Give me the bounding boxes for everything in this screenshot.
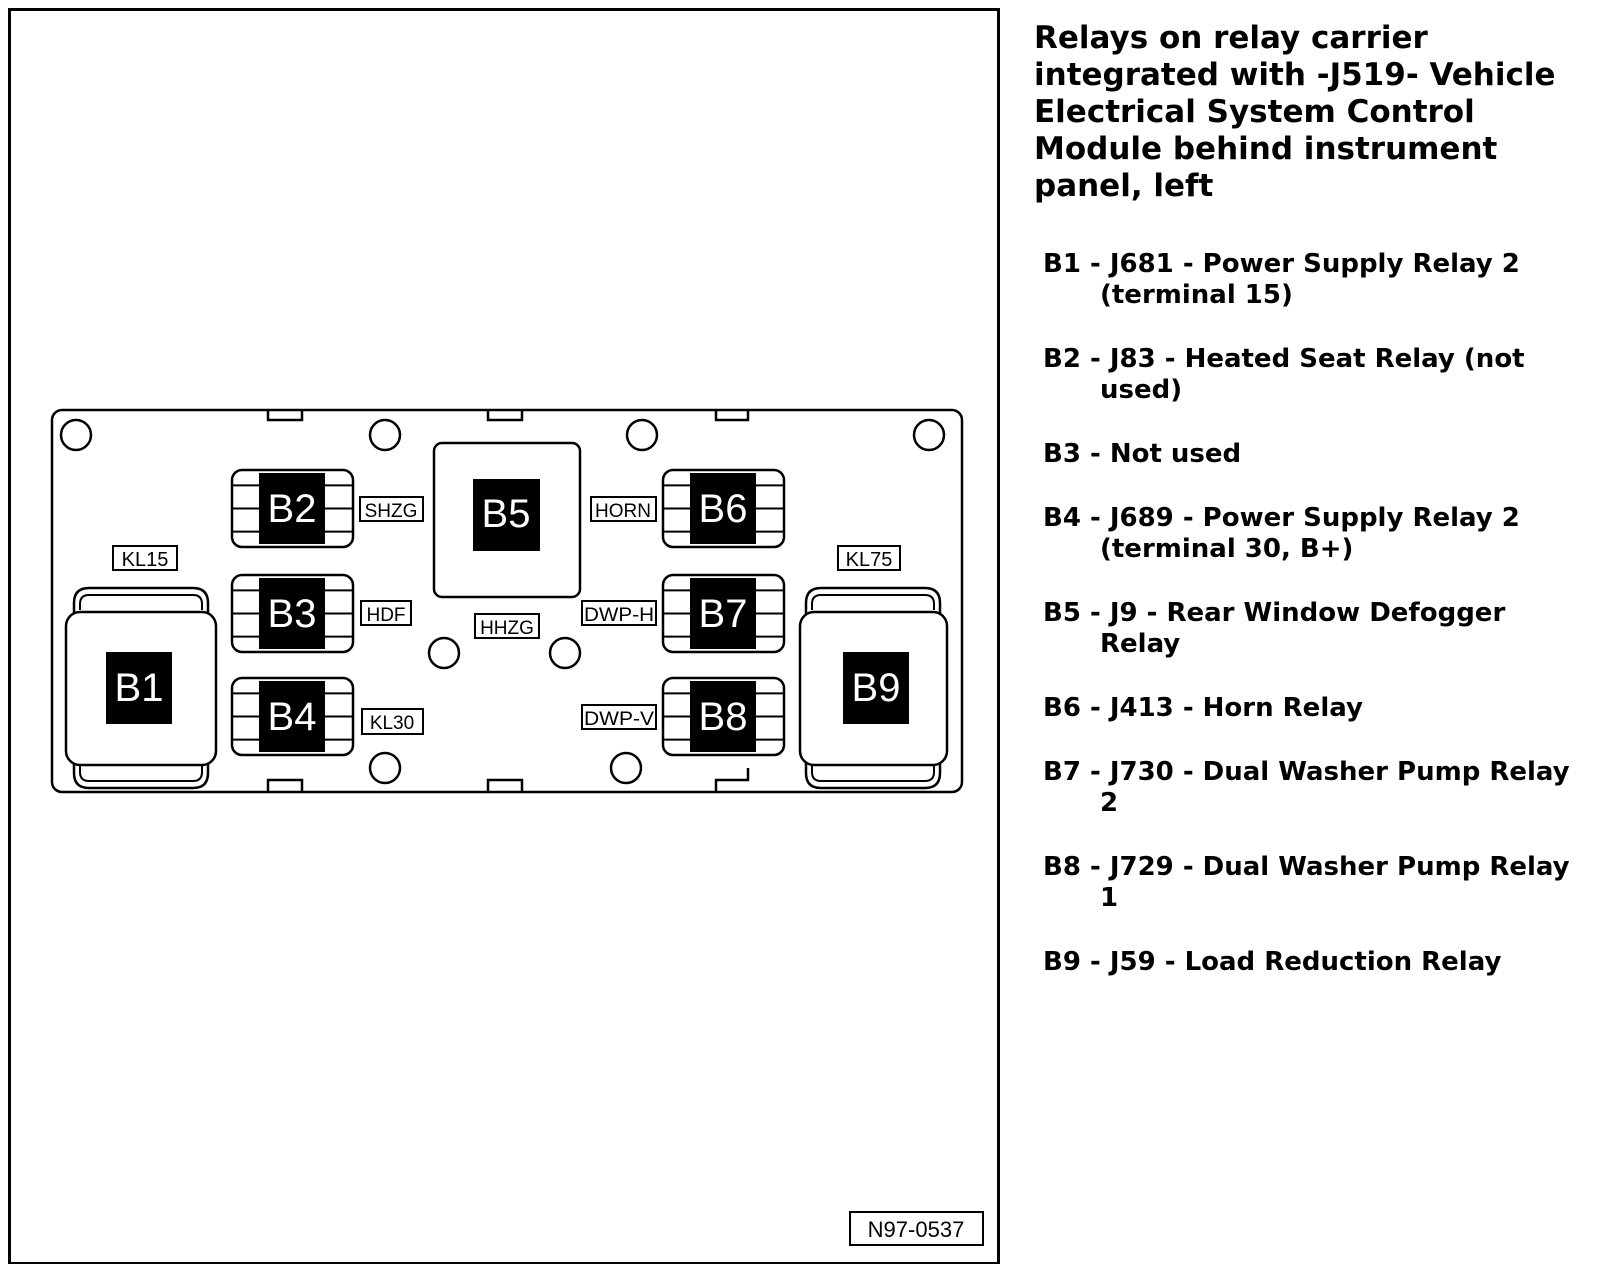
tag-dwp-h: DWP-H <box>581 600 657 626</box>
legend-text: - J689 - Power Supply Relay 2 (terminal … <box>1080 503 1520 564</box>
tag-shzg-text: SHZG <box>365 501 418 522</box>
legend-code: B7 <box>1043 757 1081 787</box>
legend-item-b4: B4 - J689 - Power Supply Relay 2 (termin… <box>1043 503 1594 565</box>
legend-item-b5: B5 - J9 - Rear Window Defogger Relay <box>1043 598 1594 660</box>
tag-dwp-v-text: DWP-V <box>584 709 654 730</box>
relay-b4: B4 <box>230 676 355 757</box>
page-title: Relays on relay carrier integrated with … <box>1034 20 1556 204</box>
tag-hhzg-text: HHZG <box>480 618 534 639</box>
legend-item-b2: B2 - J83 - Heated Seat Relay (not used) <box>1043 344 1594 406</box>
legend-code: B6 <box>1043 693 1081 723</box>
tag-kl15: KL15 <box>112 545 178 571</box>
legend-code: B5 <box>1043 598 1081 628</box>
relay-b9: B9 <box>798 586 949 790</box>
legend-item-b7: B7 - J730 - Dual Washer Pump Relay 2 <box>1043 757 1594 819</box>
relay-b5: B5 <box>432 441 582 599</box>
tag-hhzg: HHZG <box>474 613 540 639</box>
tag-kl15-text: KL15 <box>122 549 169 571</box>
relay-label-b1: B1 <box>115 666 164 710</box>
legend-text: - Not used <box>1080 439 1242 469</box>
legend-text: - J9 - Rear Window Defogger Relay <box>1080 598 1506 659</box>
tag-kl75: KL75 <box>837 545 901 571</box>
figure-id-text: N97-0537 <box>868 1217 965 1242</box>
legend-item-b9: B9 - J59 - Load Reduction Relay <box>1043 947 1594 978</box>
tag-horn-text: HORN <box>595 501 651 522</box>
tag-dwp-h-text: DWP-H <box>584 605 654 626</box>
relay-label-b8: B8 <box>699 695 748 739</box>
tag-kl30-text: KL30 <box>370 713 414 734</box>
relay-label-b7: B7 <box>699 592 748 636</box>
relay-b7: B7 <box>661 573 786 654</box>
relay-label-b2: B2 <box>268 487 317 531</box>
tag-hdf-text: HDF <box>366 605 405 626</box>
description-panel: Relays on relay carrier integrated with … <box>1034 20 1594 1011</box>
relay-b6: B6 <box>661 468 786 549</box>
relay-legend: B1 - J681 - Power Supply Relay 2 (termin… <box>1034 249 1594 978</box>
legend-text: - J730 - Dual Washer Pump Relay 2 <box>1080 757 1570 818</box>
relay-b1: B1 <box>64 586 218 790</box>
relay-b8: B8 <box>661 676 786 757</box>
relay-b2: B2 <box>230 468 355 549</box>
legend-code: B8 <box>1043 852 1081 882</box>
legend-text: - J83 - Heated Seat Relay (not used) <box>1080 344 1525 405</box>
relay-carrier <box>50 408 964 794</box>
figure-id: N97-0537 <box>849 1211 984 1246</box>
legend-text: - J729 - Dual Washer Pump Relay 1 <box>1080 852 1570 913</box>
relay-label-b9: B9 <box>852 666 901 710</box>
legend-code: B1 <box>1043 249 1081 279</box>
diagram-border <box>8 8 1000 1264</box>
legend-text: - J681 - Power Supply Relay 2 (terminal … <box>1080 249 1520 310</box>
tag-shzg: SHZG <box>359 496 424 522</box>
legend-code: B4 <box>1043 503 1081 533</box>
tag-dwp-v: DWP-V <box>581 704 657 730</box>
legend-code: B2 <box>1043 344 1081 374</box>
legend-item-b1: B1 - J681 - Power Supply Relay 2 (termin… <box>1043 249 1594 311</box>
legend-code: B3 <box>1043 439 1081 469</box>
tag-hdf: HDF <box>360 600 412 626</box>
tag-horn: HORN <box>590 496 657 522</box>
relay-label-b4: B4 <box>268 695 317 739</box>
relay-label-b6: B6 <box>699 487 748 531</box>
relay-label-b5: B5 <box>482 492 531 536</box>
relay-label-b3: B3 <box>268 592 317 636</box>
relay-b3: B3 <box>230 573 355 654</box>
tag-kl30: KL30 <box>361 708 424 735</box>
tag-kl75-text: KL75 <box>846 549 893 571</box>
legend-text: - J59 - Load Reduction Relay <box>1080 947 1502 977</box>
legend-item-b3: B3 - Not used <box>1043 439 1594 470</box>
legend-item-b8: B8 - J729 - Dual Washer Pump Relay 1 <box>1043 852 1594 914</box>
legend-item-b6: B6 - J413 - Horn Relay <box>1043 693 1594 724</box>
legend-code: B9 <box>1043 947 1081 977</box>
legend-text: - J413 - Horn Relay <box>1080 693 1363 723</box>
